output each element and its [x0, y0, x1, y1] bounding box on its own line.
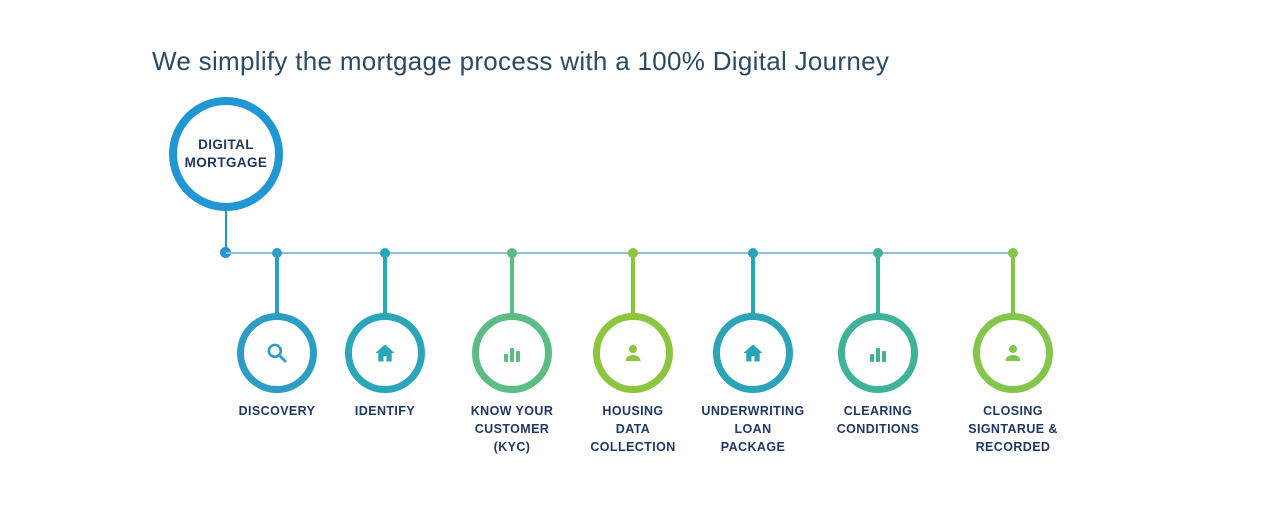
step-label: HOUSING DATA COLLECTION: [590, 404, 676, 455]
step-circle: [472, 313, 552, 393]
step-label: KNOW YOUR CUSTOMER (KYC): [470, 404, 554, 455]
root-connector-stem: [225, 209, 227, 253]
person-icon: [1001, 341, 1025, 365]
step-label: CLEARING CONDITIONS: [836, 404, 920, 437]
page-title: We simplify the mortgage process with a …: [152, 46, 890, 76]
step-label: CLOSING SIGNTARUE & RECORDED: [968, 404, 1058, 455]
bar-chart-icon: [866, 341, 890, 365]
timeline-line: [226, 252, 1013, 254]
connector-stem: [631, 253, 635, 315]
step-circle: [345, 313, 425, 393]
step-circle: [838, 313, 918, 393]
step-label: IDENTIFY: [354, 404, 416, 418]
step-circle: [237, 313, 317, 393]
connector-stem: [383, 253, 387, 315]
bar-chart-icon: [500, 341, 524, 365]
connector-stem: [1011, 253, 1015, 315]
root-timeline-dot: [220, 247, 231, 258]
connector-stem: [751, 253, 755, 315]
connector-stem: [275, 253, 279, 315]
root-node-digital-mortgage: DIGITAL MORTGAGE: [169, 97, 283, 211]
home-icon: [373, 341, 397, 365]
step-circle: [593, 313, 673, 393]
step-label: DISCOVERY: [238, 404, 316, 418]
connector-stem: [510, 253, 514, 315]
step-circle: [973, 313, 1053, 393]
connector-stem: [876, 253, 880, 315]
step-label: UNDERWRITING LOAN PACKAGE: [701, 404, 805, 455]
person-icon: [621, 341, 645, 365]
search-icon: [264, 340, 290, 366]
step-circle: [713, 313, 793, 393]
home-icon: [741, 341, 765, 365]
